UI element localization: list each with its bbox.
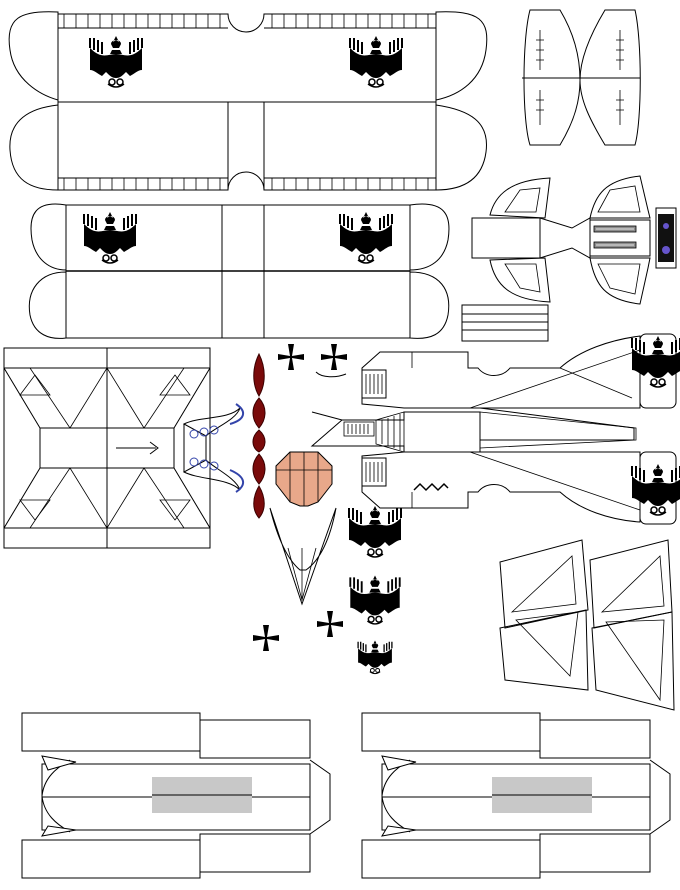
eagle-crest-icon (89, 35, 143, 88)
exhaust-fitting (182, 403, 245, 493)
rudder-unit (461, 175, 677, 342)
fin-spike (269, 507, 337, 606)
eagle-crest-icon (83, 211, 137, 264)
iron-cross-icon (252, 624, 280, 652)
eagle-crest-icon (357, 639, 393, 675)
iron-cross-icon (277, 343, 305, 371)
iron-cross-icon (320, 343, 348, 371)
upper-wing (8, 11, 488, 191)
propeller (252, 352, 266, 519)
eagle-crest-icon (349, 35, 403, 88)
center-section (3, 347, 211, 549)
eagle-crest-icon (339, 211, 393, 264)
lower-wing (28, 203, 450, 339)
eagle-crest-icon (349, 574, 401, 625)
float-right (361, 712, 671, 879)
eagle-crest-icon (631, 463, 680, 516)
strut-panels (499, 539, 675, 711)
fuselage (310, 333, 680, 525)
eagle-crest-icon (348, 505, 402, 558)
engine-cowl (275, 451, 333, 507)
decals (252, 505, 402, 675)
eagle-crest-icon (631, 335, 680, 388)
iron-cross-icon (316, 610, 344, 638)
tailplane (522, 9, 641, 146)
float-left (21, 712, 331, 879)
